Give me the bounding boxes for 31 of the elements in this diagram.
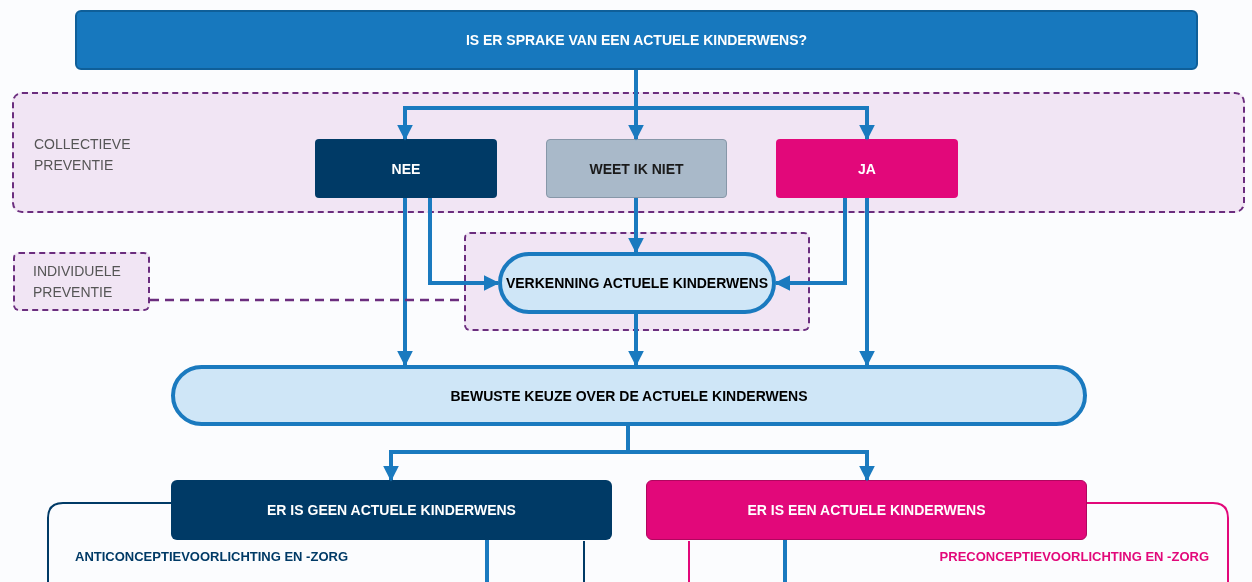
node-label: INDIVIDUELE PREVENTIE [33, 261, 122, 302]
node-label: IS ER SPRAKE VAN EEN ACTUELE KINDERWENS? [465, 32, 808, 48]
outcome-box [171, 480, 612, 540]
arrow [774, 198, 847, 291]
answer-box [776, 139, 958, 198]
node-label: NEE [391, 160, 421, 177]
arrow [859, 198, 875, 367]
arrow [628, 314, 644, 367]
node-label: ANTICONCEPTIEVOORLICHTING EN -ZORG [75, 549, 348, 564]
node-label: VERKENNING ACTUELE KINDERWENS [505, 275, 769, 291]
process-pill [171, 365, 1087, 426]
arrow [628, 198, 644, 254]
prevention-box [13, 252, 150, 311]
dashed-box [464, 232, 810, 331]
node-label: COLLECTIEVE PREVENTIE [34, 135, 132, 175]
prevention-band [12, 92, 1245, 213]
connector-line [485, 540, 489, 582]
arrow [428, 198, 500, 291]
connector-line [783, 540, 787, 582]
node-label: PRECONCEPTIEVOORLICHTING EN -ZORG [939, 549, 1209, 564]
answer-box [546, 139, 727, 198]
outcome-box [646, 480, 1087, 540]
node-label: ER IS GEEN ACTUELE KINDERWENS [267, 502, 516, 518]
node-label: JA [858, 160, 876, 177]
arrow [397, 198, 413, 367]
node-label: WEET IK NIET [589, 160, 684, 177]
node-label: BEWUSTE KEUZE OVER DE ACTUELE KINDERWENS [450, 387, 808, 404]
node-label: ER IS EEN ACTUELE KINDERWENS [747, 502, 986, 518]
arrow [626, 426, 875, 482]
answer-box [315, 139, 497, 198]
title-box [75, 10, 1198, 70]
